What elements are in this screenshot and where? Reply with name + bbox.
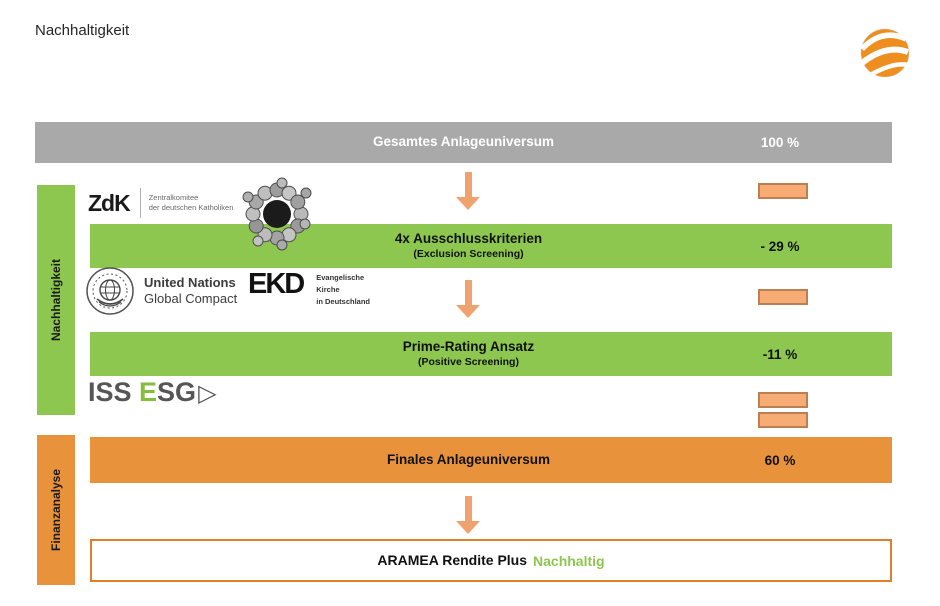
exclusion-screening-sublabel: (Exclusion Screening) [413, 248, 524, 261]
universe-bar-value: 100 % [760, 135, 800, 150]
zdk-logo: ZdK Zentralkomitee der deutschen Katholi… [88, 188, 233, 218]
esg-e-text: E [139, 377, 158, 407]
product-bar: ARAMEA Rendite Plus Nachhaltig [90, 539, 892, 582]
ekd-line3: in Deutschland [316, 297, 370, 306]
exclusion-screening-label: 4x Ausschlusskriterien [394, 231, 543, 247]
reduction-indicator-bar [758, 183, 808, 199]
reduction-indicator-bar [758, 392, 808, 408]
final-universe-label: Finales Anlageuniversum [386, 451, 551, 467]
zdk-abbr: ZdK [88, 189, 131, 216]
final-universe-bar: Finales Anlageuniversum 60 % [90, 437, 892, 483]
reduction-indicator-bar [758, 412, 808, 428]
divider [139, 188, 141, 218]
reduction-indicator-bar [758, 289, 808, 305]
product-name-highlight: Nachhaltig [533, 552, 605, 569]
exclusion-screening-value: - 29 % [760, 238, 800, 254]
ekd-logo: EKD Evangelische Kirche in Deutschland [248, 270, 370, 308]
down-arrow-icon [455, 172, 481, 210]
iss-text: ISS [88, 377, 140, 407]
iss-esg-logo: ISS ESG▷ [88, 377, 217, 408]
un-global-compact-logo: United Nations Global Compact [85, 266, 237, 316]
ungc-line1: United Nations [144, 274, 236, 290]
ekd-abbr: EKD [248, 268, 305, 300]
zdk-name-line1: Zentralkomitee [148, 193, 199, 203]
positive-screening-bar: Prime-Rating Ansatz (Positive Screening)… [90, 332, 892, 376]
finance-sidebar-label: Finanzanalyse [49, 468, 63, 552]
down-arrow-icon [455, 496, 481, 534]
ekd-line2: Kirche [316, 285, 340, 294]
sustainability-sidebar-label: Nachhaltigkeit [49, 258, 63, 342]
product-name: ARAMEA Rendite Plus [377, 551, 528, 568]
circular-seal-icon [242, 177, 312, 251]
ungc-line2: Global Compact [144, 291, 238, 306]
positive-screening-label: Prime-Rating Ansatz [402, 339, 535, 355]
zdk-name-line2: der deutschen Katholiken [148, 203, 234, 212]
un-globe-icon [86, 267, 134, 315]
aramea-sphere-logo-icon [860, 28, 910, 78]
ekd-line1: Evangelische [316, 273, 365, 282]
positive-screening-value: -11 % [762, 346, 798, 362]
iss-esg-arrow-icon: ▷ [198, 380, 217, 407]
positive-screening-sublabel: (Positive Screening) [418, 356, 519, 369]
down-arrow-icon [455, 280, 481, 318]
page-title: Nachhaltigkeit [35, 22, 130, 39]
universe-bar: Gesamtes Anlageuniversum 100 % [35, 122, 892, 163]
universe-bar-label: Gesamtes Anlageuniversum [372, 134, 555, 150]
exclusion-screening-bar: 4x Ausschlusskriterien (Exclusion Screen… [90, 224, 892, 268]
esg-sg-text: SG [157, 377, 197, 407]
sustainability-sidebar: Nachhaltigkeit [37, 185, 75, 415]
finance-sidebar: Finanzanalyse [37, 435, 75, 585]
final-universe-value: 60 % [764, 452, 796, 468]
